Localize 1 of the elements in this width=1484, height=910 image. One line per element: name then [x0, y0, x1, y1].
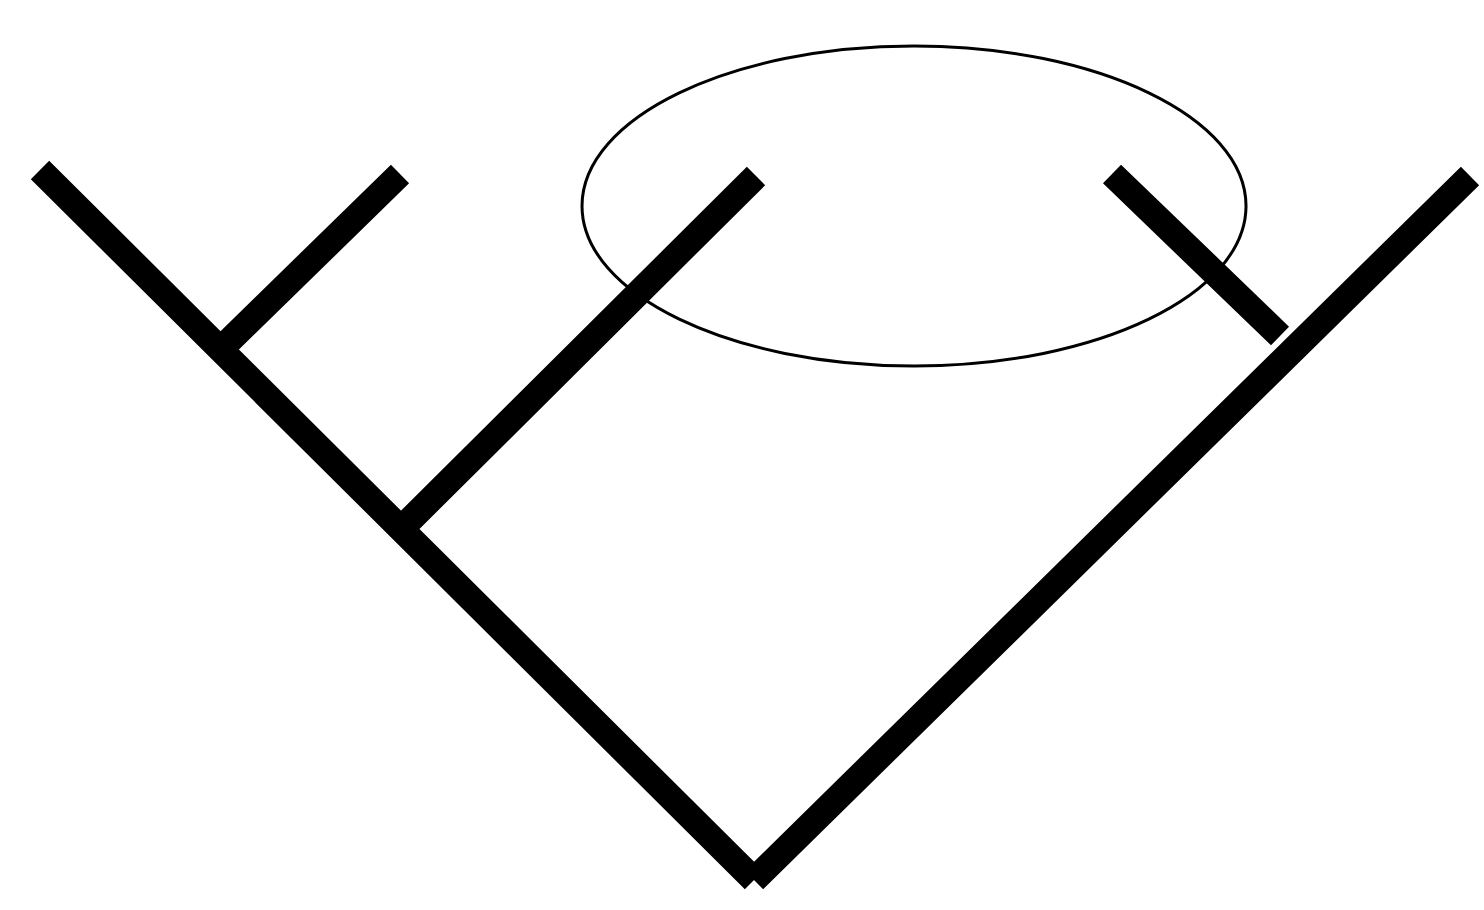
ellipse — [580, 44, 1248, 368]
